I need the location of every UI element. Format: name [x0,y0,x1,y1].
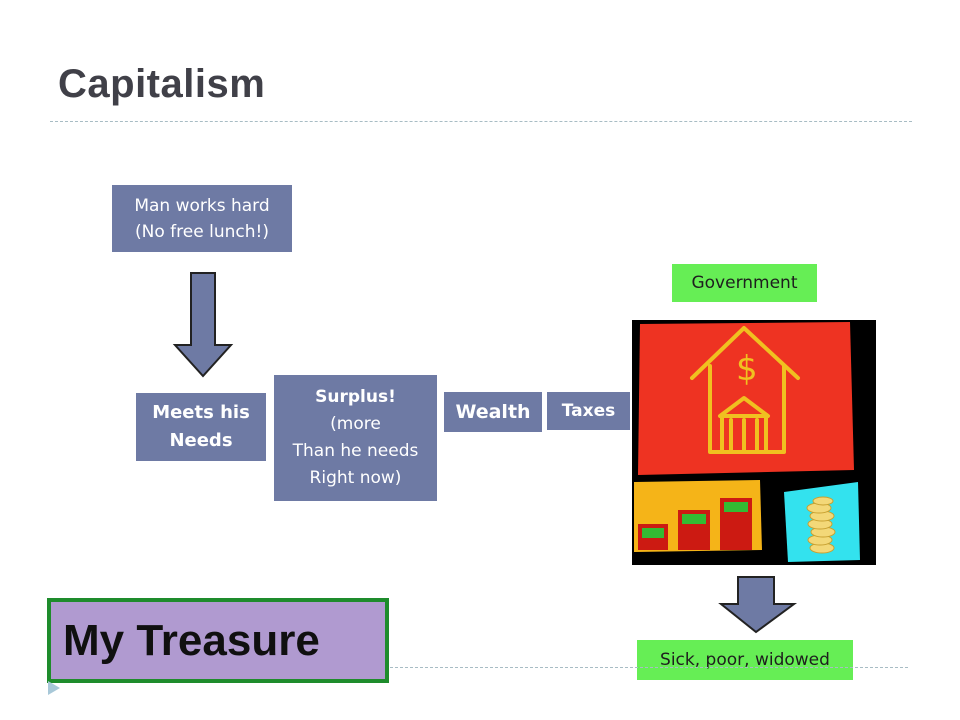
treasure-box: My Treasure [47,598,389,683]
wealth-label: Wealth [455,401,531,423]
surplus-line-3: Than he needs [292,441,419,461]
footer-divider [390,667,908,668]
down-arrow-icon [172,272,234,378]
needy-label: Sick, poor, widowed [637,640,853,680]
bank-clipart: $ [632,320,876,565]
taxes-label: Taxes [561,401,616,421]
down-arrow-icon [718,576,798,634]
wealth-box: Wealth [444,392,542,432]
government-label: Government [672,264,817,302]
title-divider [50,121,912,122]
taxes-box: Taxes [547,392,630,430]
surplus-line-2: (more [330,414,381,434]
slide-title: Capitalism [58,62,266,106]
coin-stack-icon [806,496,836,554]
needs-box: Meets his Needs [136,393,266,461]
needs-line-1: Meets his [152,402,250,423]
dollar-sign-icon: $ [736,349,758,389]
money-drawer-icon [638,498,752,550]
work-line-1: Man works hard [134,195,270,216]
work-line-2: (No free lunch!) [135,221,269,242]
surplus-box: Surplus! (more Than he needs Right now) [274,375,437,501]
surplus-line-4: Right now) [309,468,402,488]
work-box: Man works hard (No free lunch!) [112,185,292,252]
needs-line-2: Needs [169,430,233,451]
bullet-triangle-icon [48,681,60,695]
surplus-line-1: Surplus! [315,387,396,407]
